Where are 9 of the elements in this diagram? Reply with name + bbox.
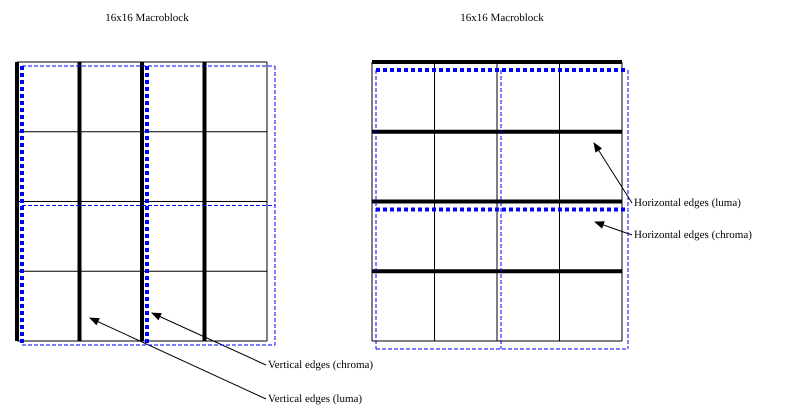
grid-heading: 16x16 Macroblock bbox=[460, 12, 544, 24]
callout-text: Vertical edges (chroma) bbox=[268, 359, 374, 371]
callout-text: Horizontal edges (chroma) bbox=[634, 229, 752, 241]
callout-text: Vertical edges (luma) bbox=[268, 393, 362, 405]
callout-text: Horizontal edges (luma) bbox=[634, 197, 741, 209]
leader-line bbox=[594, 221, 632, 236]
grid-heading: 16x16 Macroblock bbox=[105, 12, 189, 24]
leader-line bbox=[151, 312, 266, 366]
leader-line bbox=[89, 318, 266, 400]
